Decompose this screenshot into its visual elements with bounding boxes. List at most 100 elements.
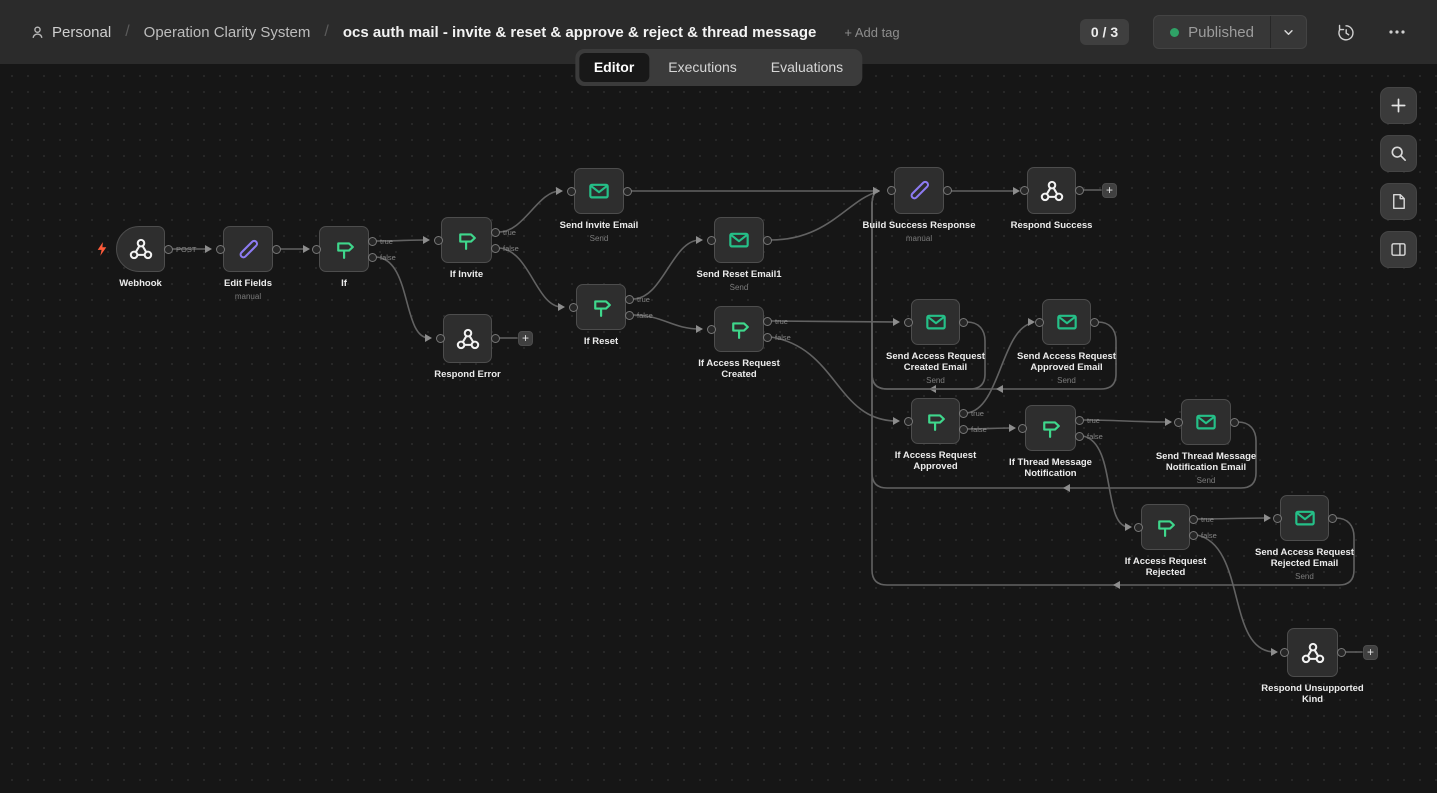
input-port-send-invite-email[interactable] — [566, 186, 576, 196]
input-port-send-thread-message-notification-email[interactable] — [1173, 417, 1183, 427]
input-port-respond-unsupported-kind[interactable] — [1279, 648, 1289, 657]
tab-executions[interactable]: Executions — [653, 53, 751, 82]
node-respond-error[interactable] — [443, 314, 492, 363]
output-port-if-access-request-created-1[interactable] — [762, 332, 772, 342]
publish-status-button[interactable]: Published — [1154, 16, 1270, 48]
node-edit-fields[interactable] — [223, 226, 273, 272]
input-port-if-reset[interactable] — [568, 302, 578, 312]
output-port-send-invite-email-0[interactable] — [622, 186, 632, 196]
output-port-webhook-0[interactable] — [163, 244, 173, 254]
breadcrumb-folder[interactable]: Operation Clarity System — [143, 23, 311, 41]
output-port-send-access-request-created-email-0[interactable] — [958, 317, 968, 327]
node-send-invite-email[interactable] — [574, 168, 624, 214]
input-port-if[interactable] — [311, 244, 321, 254]
node-send-access-request-created-email[interactable] — [911, 299, 960, 345]
publish-dropdown-button[interactable] — [1270, 16, 1306, 48]
node-if-access-request-created[interactable] — [714, 306, 764, 352]
input-port-if-access-request-created[interactable] — [706, 324, 716, 334]
node-if-access-request-rejected[interactable] — [1141, 504, 1190, 550]
node-if-thread-message-notification[interactable] — [1025, 405, 1076, 451]
output-port-respond-unsupported-kind-0[interactable] — [1336, 648, 1346, 657]
output-port-if-access-request-approved-1[interactable] — [958, 424, 968, 434]
input-port-send-access-request-created-email[interactable] — [903, 317, 913, 327]
node-send-access-request-rejected-email[interactable] — [1280, 495, 1329, 541]
input-port-if-access-request-approved[interactable] — [903, 416, 913, 426]
layout-panel-button[interactable] — [1380, 231, 1417, 268]
node-send-thread-message-notification-email[interactable] — [1181, 399, 1231, 445]
connection-if-thread-true-to-thread-email[interactable] — [1082, 419, 1170, 423]
node-if[interactable] — [319, 226, 369, 272]
history-button[interactable] — [1331, 18, 1359, 46]
connection-if-invite-false-to-if-reset[interactable] — [498, 247, 563, 308]
breadcrumb-project[interactable]: Personal — [30, 24, 111, 41]
node-send-reset-email1[interactable] — [714, 217, 764, 263]
output-port-if-0[interactable] — [367, 236, 377, 246]
output-port-if-reset-1[interactable] — [624, 310, 634, 320]
output-port-if-thread-message-notification-1[interactable] — [1074, 431, 1084, 441]
output-port-if-access-request-created-0[interactable] — [762, 316, 772, 326]
connection-if-invite-true-to-send-invite-email[interactable] — [498, 190, 561, 233]
output-port-build-success-response-0[interactable] — [942, 186, 952, 195]
output-port-send-access-request-rejected-email-0[interactable] — [1327, 513, 1337, 523]
node-respond-success[interactable] — [1027, 167, 1076, 214]
input-port-send-access-request-approved-email[interactable] — [1034, 317, 1044, 327]
input-port-send-access-request-rejected-email[interactable] — [1272, 513, 1282, 523]
output-port-if-1[interactable] — [367, 252, 377, 262]
output-port-if-access-request-approved-0[interactable] — [958, 408, 968, 418]
input-port-if-access-request-rejected[interactable] — [1133, 522, 1143, 532]
add-node-button[interactable] — [1380, 87, 1417, 124]
add-tag-button[interactable]: + Add tag — [844, 24, 900, 40]
output-port-if-reset-0[interactable] — [624, 294, 634, 304]
input-port-respond-success[interactable] — [1019, 186, 1029, 195]
output-port-if-access-request-rejected-1[interactable] — [1188, 530, 1198, 540]
node-caption-if-access-request-created: If Access Request Created — [698, 358, 780, 380]
add-connected-node-button[interactable]: + — [518, 331, 533, 346]
connection-if-reset-true-to-send-reset-email1[interactable] — [632, 239, 701, 300]
output-port-edit-fields-0[interactable] — [271, 244, 281, 254]
input-port-respond-error[interactable] — [435, 334, 445, 343]
node-respond-unsupported-kind[interactable] — [1287, 628, 1338, 677]
output-port-send-reset-email1-0[interactable] — [762, 235, 772, 245]
output-port-respond-error-0[interactable] — [490, 334, 500, 343]
input-port-send-reset-email1[interactable] — [706, 235, 716, 245]
input-port-if-thread-message-notification[interactable] — [1017, 423, 1027, 433]
node-if-reset[interactable] — [576, 284, 626, 330]
node-webhook[interactable] — [116, 226, 165, 272]
output-port-respond-success-0[interactable] — [1074, 186, 1084, 195]
output-port-if-invite-0[interactable] — [490, 227, 500, 237]
output-port-send-access-request-approved-email-0[interactable] — [1089, 317, 1099, 327]
respond-webhook-icon — [456, 328, 479, 349]
tab-editor[interactable]: Editor — [578, 53, 650, 82]
node-build-success-response[interactable] — [894, 167, 944, 214]
connection-if-arc-false-to-if-ar-approved[interactable] — [770, 336, 898, 422]
connection-if-ar-rejected-true-to-rejected-email[interactable] — [1196, 517, 1269, 520]
input-port-edit-fields[interactable] — [215, 244, 225, 254]
output-port-if-access-request-rejected-0[interactable] — [1188, 514, 1198, 524]
output-port-label: true — [380, 237, 393, 246]
input-port-build-success-response[interactable] — [886, 186, 896, 195]
workflow-name[interactable]: ocs auth mail - invite & reset & approve… — [342, 23, 817, 41]
node-if-invite[interactable] — [441, 217, 492, 263]
tab-evaluations[interactable]: Evaluations — [756, 53, 858, 82]
add-connected-node-button[interactable]: + — [1363, 645, 1378, 660]
connection-if-arc-true-to-created-email[interactable] — [770, 320, 898, 323]
node-send-access-request-approved-email[interactable] — [1042, 299, 1091, 345]
connection-if-ar-approved-false-to-if-thread[interactable] — [966, 427, 1014, 430]
connection-if-false-to-respond-error[interactable] — [375, 256, 430, 339]
sticky-note-button[interactable] — [1380, 183, 1417, 220]
node-if-access-request-approved[interactable] — [911, 398, 960, 444]
connection-send-reset-email1-to-build[interactable] — [770, 191, 878, 241]
connection-if-ar-rejected-false-to-respond-unsupported[interactable] — [1196, 534, 1276, 653]
input-port-if-invite[interactable] — [433, 235, 443, 245]
connection-if-thread-false-to-if-ar-rejected[interactable] — [1082, 435, 1130, 528]
output-port-send-thread-message-notification-email-0[interactable] — [1229, 417, 1239, 427]
search-button[interactable] — [1380, 135, 1417, 172]
more-options-button[interactable] — [1383, 18, 1411, 46]
output-port-if-invite-1[interactable] — [490, 243, 500, 253]
connection-if-ar-approved-true-to-approved-email[interactable] — [966, 322, 1033, 414]
output-port-if-thread-message-notification-0[interactable] — [1074, 415, 1084, 425]
add-connected-node-button[interactable]: + — [1102, 183, 1117, 198]
connection-if-reset-false-to-if-access-request-created[interactable] — [632, 314, 701, 330]
connection-if-true-to-if-invite[interactable] — [375, 239, 428, 242]
